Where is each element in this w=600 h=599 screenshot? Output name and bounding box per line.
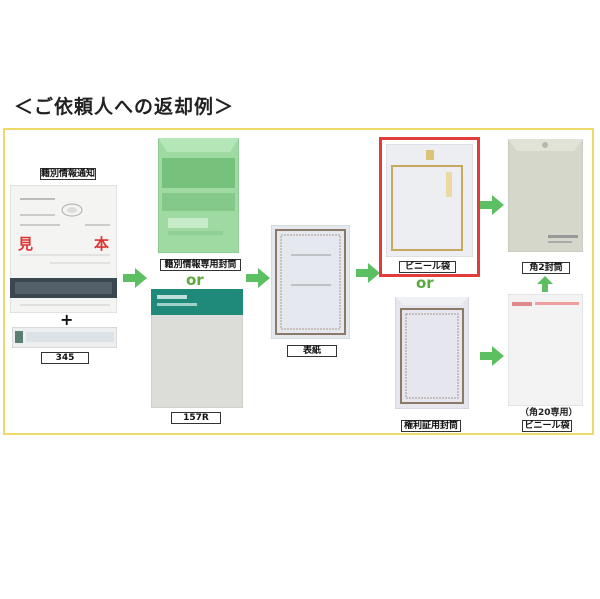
- kaku20-note: （角20専用）: [520, 408, 578, 418]
- green-envelope-image: [157, 137, 240, 254]
- arrow-up-icon: [537, 276, 553, 296]
- vinyl-bag-label: ビニール袋: [399, 261, 456, 273]
- notice-document-image: [9, 184, 118, 314]
- green-envelope-label: 籍別情報専用封筒: [160, 259, 241, 271]
- arrow-right-icon: [480, 346, 504, 370]
- notice-label: 籍別情報通知: [40, 168, 96, 180]
- cover-image: [270, 224, 351, 340]
- vinyl-bag-bottom-image: [507, 293, 584, 407]
- arrow-right-icon: [246, 268, 270, 292]
- strip-card-image: [11, 326, 118, 349]
- 157r-envelope-image: [150, 288, 244, 409]
- arrow-right-icon: [480, 195, 504, 219]
- stamp-mi: 見: [18, 235, 34, 253]
- rights-envelope-image: [394, 296, 470, 410]
- code157r-label: 157R: [171, 412, 221, 424]
- plus-sign: +: [60, 310, 74, 329]
- vinyl-bag-bottom-label: ビニール袋: [522, 420, 572, 432]
- page-title: ＜ご依頼人への返却例＞: [14, 96, 235, 118]
- kaku2-envelope-label: 角2封筒: [522, 262, 570, 274]
- arrow-right-icon: [356, 263, 380, 287]
- rights-envelope-label: 権利証用封筒: [401, 420, 461, 432]
- arrow-right-icon: [123, 268, 147, 292]
- kaku2-envelope-image: [507, 138, 584, 253]
- or-text: or: [186, 271, 204, 289]
- stamp-hon: 本: [94, 235, 110, 253]
- or-text: or: [416, 274, 434, 292]
- return-examples-frame: [3, 128, 594, 435]
- vinyl-bag-image: [385, 143, 474, 258]
- cover-label: 表紙: [287, 345, 337, 357]
- vinyl-bag-highlight: [379, 137, 480, 277]
- code345-label: 345: [41, 352, 89, 364]
